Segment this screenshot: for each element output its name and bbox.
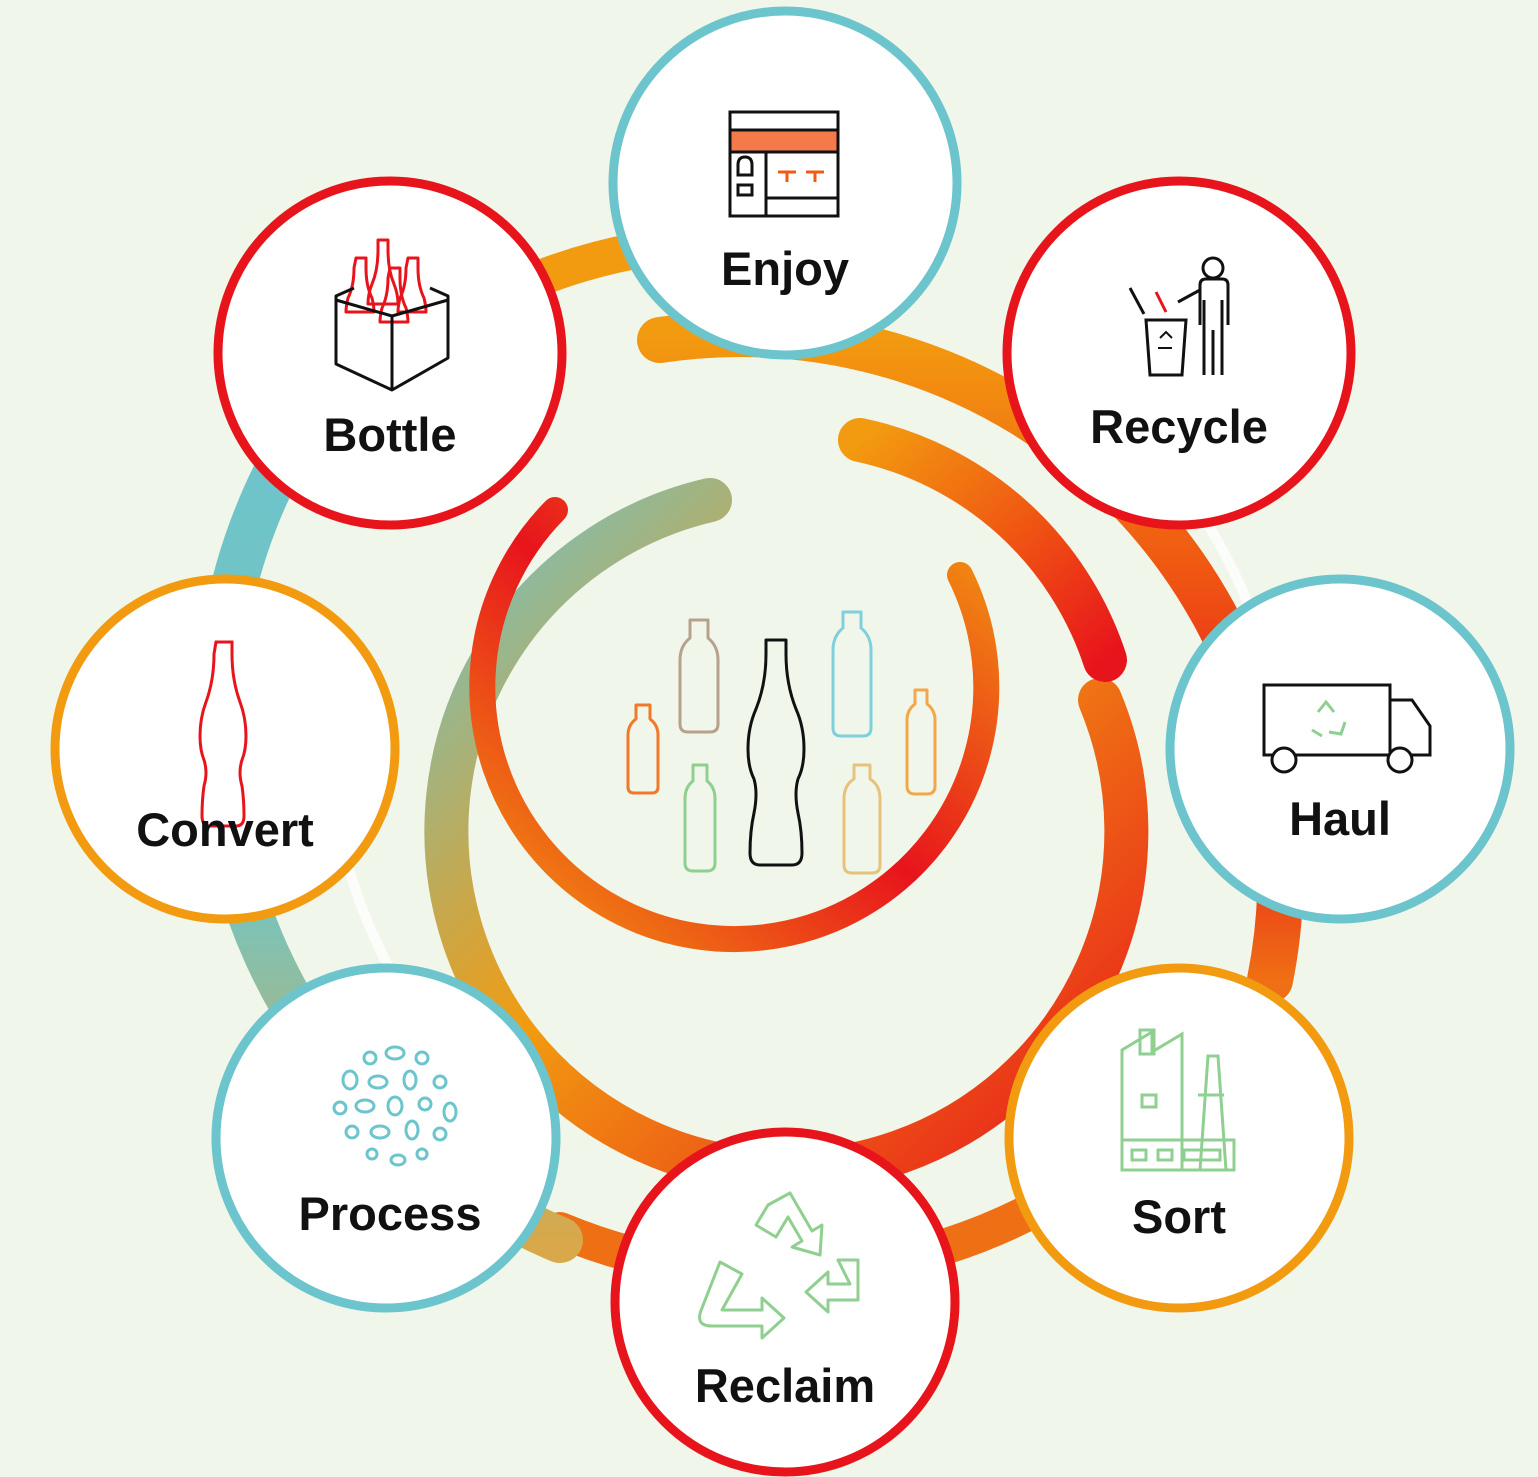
factory-icon <box>1120 1028 1236 1172</box>
stage-enjoy-label: Enjoy <box>721 242 849 295</box>
center-bottle-orange <box>626 703 660 795</box>
stage-recycle-label: Recycle <box>1090 400 1268 453</box>
stage-sort-circle <box>1004 963 1354 1313</box>
pellets-icon <box>332 1045 458 1167</box>
stage-haul-circle <box>1165 574 1515 924</box>
center-bottle-brown <box>678 618 720 734</box>
center-bottle-black <box>746 638 806 867</box>
bottles-group-icon <box>626 610 937 875</box>
inner-ring-arc <box>469 497 1000 953</box>
bottle-crate-icon <box>334 238 450 392</box>
stage-convert-label: Convert <box>136 803 314 856</box>
center-bottle-tan <box>842 763 882 875</box>
bottle-outline-icon <box>198 640 248 828</box>
stage-sort: Sort <box>1004 963 1354 1313</box>
stage-bottle-circle <box>213 176 567 530</box>
stage-process: Process <box>211 963 561 1313</box>
inner-ring <box>469 497 1000 953</box>
shop-icon <box>728 110 840 218</box>
stage-recycle-circle <box>1002 176 1356 530</box>
stage-recycle: Recycle <box>1002 176 1356 530</box>
stage-process-label: Process <box>299 1187 482 1240</box>
stage-reclaim-circle <box>610 1127 960 1477</box>
stage-reclaim-label: Reclaim <box>695 1359 875 1412</box>
recycling-truck-icon <box>1262 683 1432 774</box>
stage-bottle: Bottle <box>213 176 567 530</box>
center-bottle-green <box>683 763 717 873</box>
center-bottle-orange-right <box>905 688 937 796</box>
center-bottle-teal <box>831 610 873 738</box>
stage-bottle-label: Bottle <box>323 408 456 461</box>
middle-ring-arc-main <box>424 478 1149 1194</box>
stage-convert: Convert <box>50 574 400 924</box>
person-recycling-bin-icon <box>1128 256 1230 377</box>
stage-reclaim: Reclaim <box>610 1127 960 1477</box>
stage-enjoy-circle <box>608 6 962 360</box>
stage-convert-circle <box>50 574 400 924</box>
stage-sort-label: Sort <box>1132 1190 1226 1243</box>
stage-haul: Haul <box>1165 574 1515 924</box>
middle-ring <box>424 418 1149 1194</box>
middle-ring-arc-top <box>838 418 1127 682</box>
stage-enjoy: Enjoy <box>608 6 962 360</box>
recycle-arrows-icon <box>698 1191 860 1340</box>
stage-haul-label: Haul <box>1289 792 1391 845</box>
